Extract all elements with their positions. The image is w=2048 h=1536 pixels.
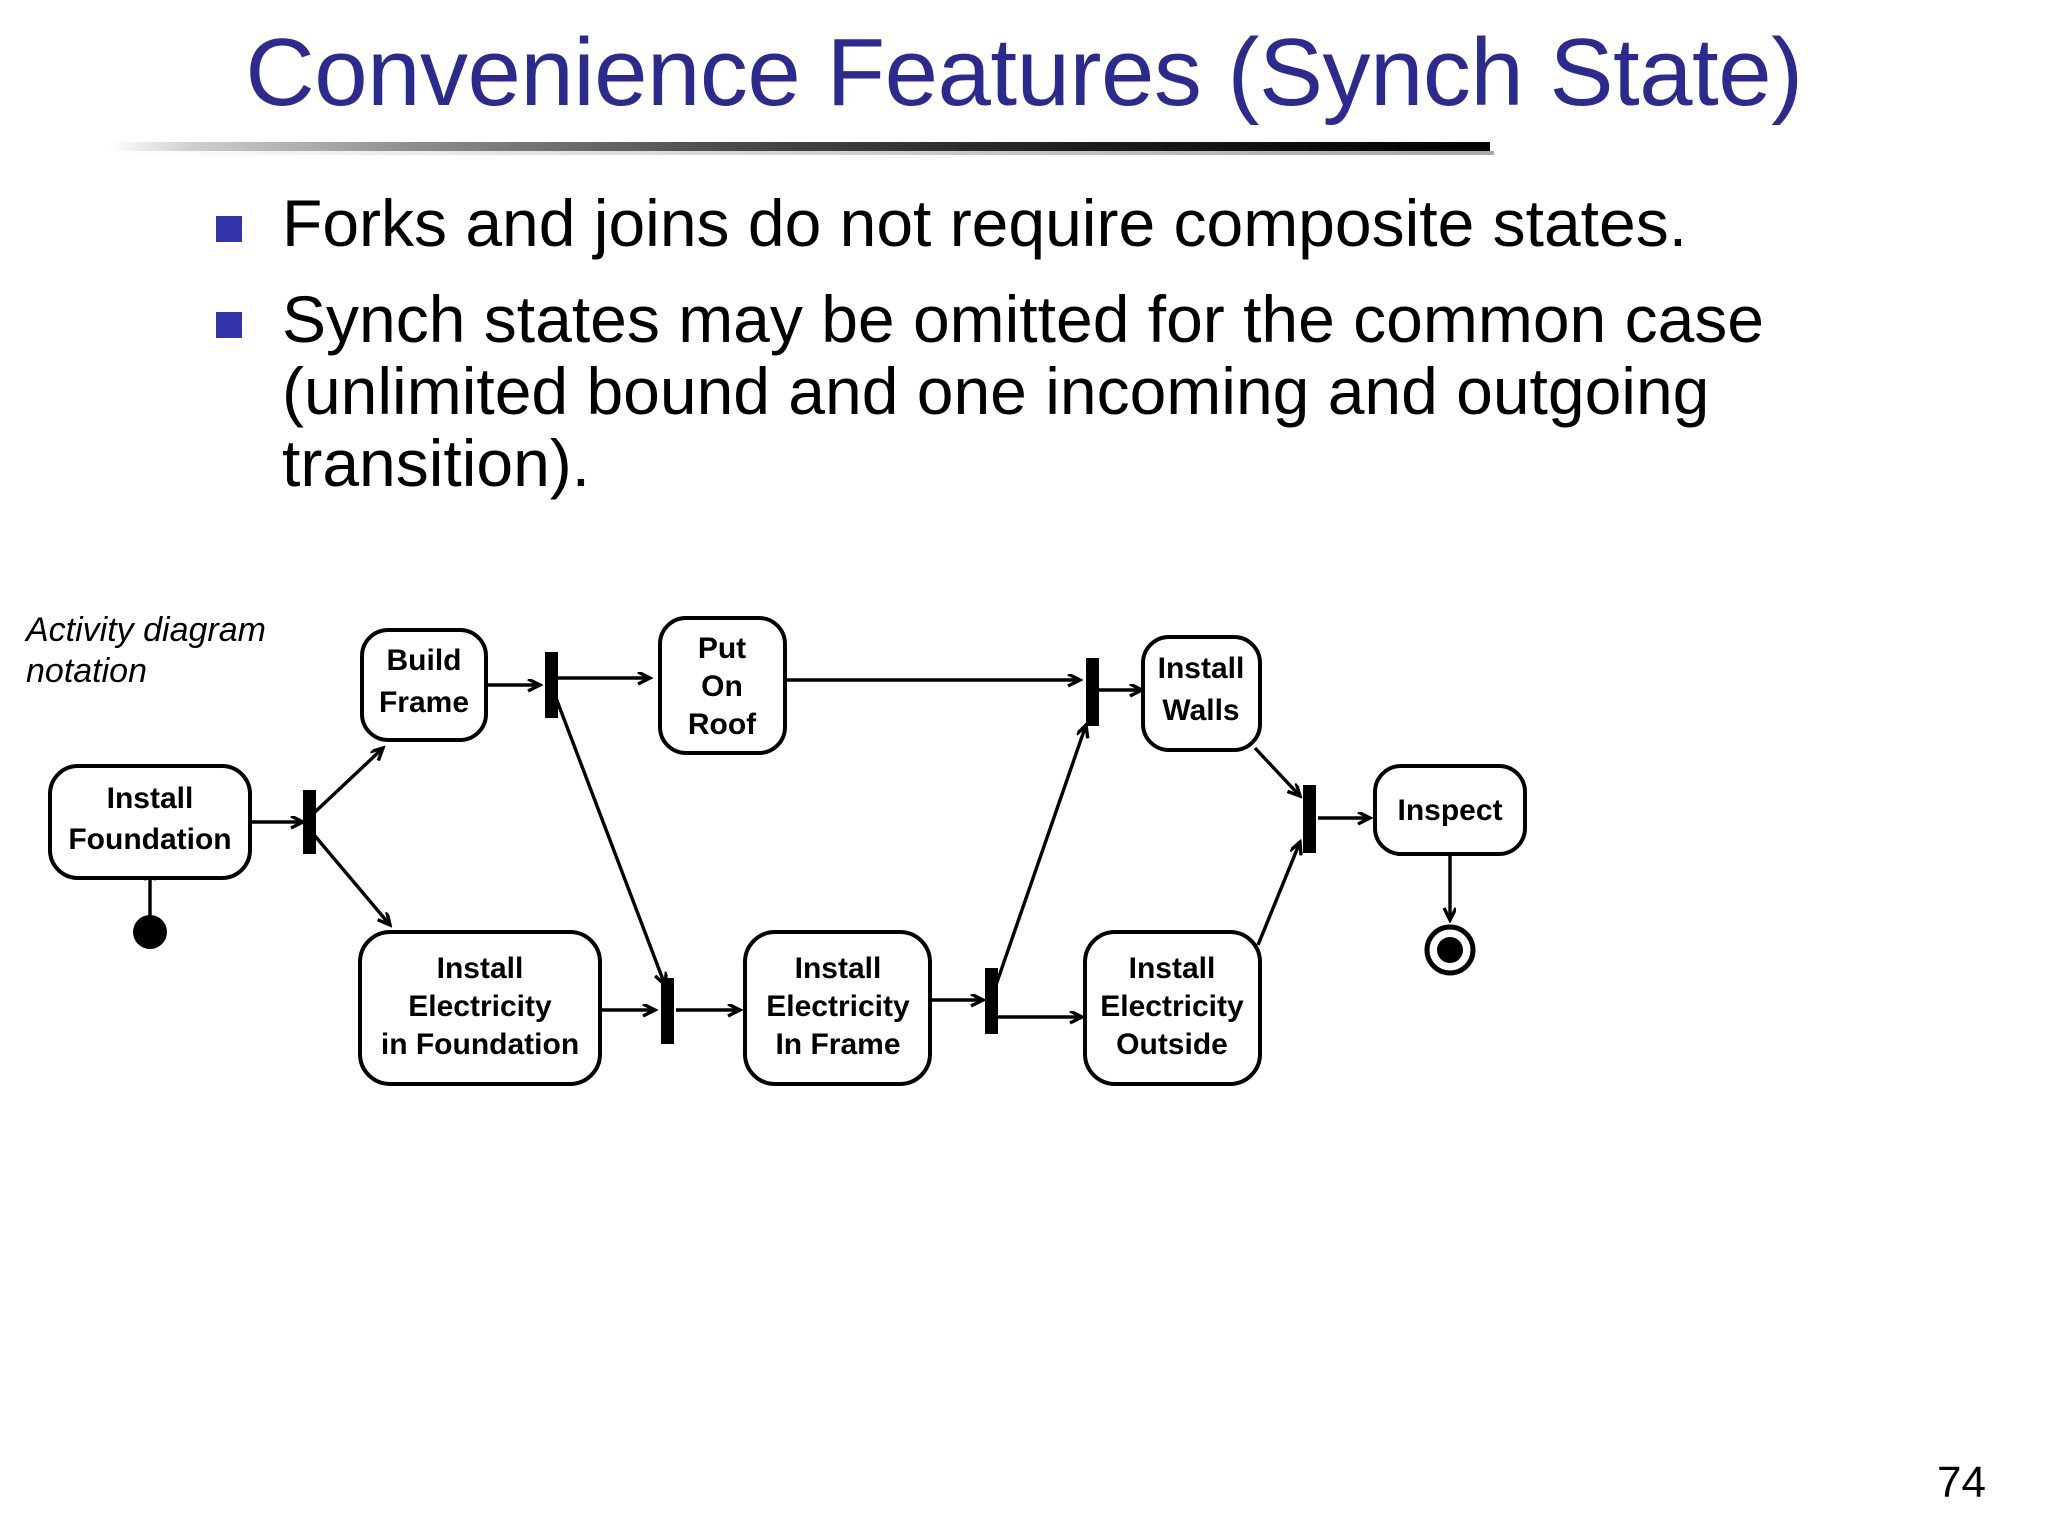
bullet-item: Forks and joins do not require composite… — [216, 186, 2016, 260]
bullet-text: Synch states may be omitted for the comm… — [282, 281, 1765, 500]
edge-install-walls-to-join3 — [1253, 746, 1300, 796]
activity-node-inspect[interactable]: Inspect — [1373, 764, 1527, 856]
activity-node-build-frame[interactable]: Build Frame — [360, 628, 488, 742]
synch-bar-join1 — [661, 978, 674, 1044]
page-number: 74 — [1937, 1458, 1986, 1507]
synch-bar-fork1 — [303, 790, 316, 854]
title-divider-shadow — [112, 151, 1494, 155]
edge-fork3-to-join2 — [994, 725, 1086, 986]
node-label-line: Electricity — [408, 990, 552, 1023]
node-label-line: Foundation — [68, 823, 231, 856]
activity-node-put-on-roof[interactable]: Put On Roof — [658, 616, 787, 755]
activity-node-install-foundation[interactable]: Install Foundation — [48, 764, 252, 880]
node-label-line: Inspect — [1397, 794, 1502, 827]
bullet-list: Forks and joins do not require composite… — [216, 186, 2016, 524]
node-label-line: Build — [387, 644, 462, 677]
synch-bar-join3 — [1303, 785, 1316, 853]
node-label-line: On — [701, 670, 743, 703]
bullet-item: Synch states may be omitted for the comm… — [216, 281, 2016, 500]
synch-bar-join2 — [1086, 658, 1099, 726]
page-title: Convenience Features (Synch State) — [245, 19, 1803, 126]
node-label-line: Outside — [1116, 1028, 1228, 1061]
node-label-line: Install — [1129, 952, 1216, 985]
synch-bar-fork3 — [985, 968, 998, 1034]
bullet-text: Forks and joins do not require composite… — [282, 186, 1688, 260]
node-label-line: Install — [1158, 652, 1245, 685]
node-label-line: Electricity — [766, 990, 910, 1023]
node-label-line: Install — [107, 782, 194, 815]
node-label-line: in Foundation — [381, 1028, 579, 1061]
title-divider — [108, 142, 1490, 151]
node-label-line: Install — [437, 952, 524, 985]
edge-fork1-to-install-elec-foundation — [313, 834, 390, 925]
edge-fork2-to-join1 — [554, 697, 665, 985]
edge-install-elec-outside-to-join3 — [1256, 842, 1300, 946]
synch-bar-fork2 — [545, 652, 558, 718]
edge-fork1-to-build-frame — [313, 748, 383, 814]
square-bullet-icon — [216, 311, 242, 338]
node-label-line: Electricity — [1100, 990, 1244, 1023]
activity-node-install-elec-foundation[interactable]: Install Electricity in Foundation — [358, 930, 602, 1086]
activity-diagram: Install Foundation Build Frame Put On Ro… — [0, 600, 2048, 1140]
diagram-caption: Activity diagram notation — [26, 611, 266, 690]
initial-state-icon — [133, 915, 167, 949]
node-label-line: Install — [795, 952, 882, 985]
node-label-line: In Frame — [775, 1028, 900, 1061]
node-label-line: Walls — [1162, 694, 1239, 727]
node-label-line: Roof — [688, 708, 757, 741]
node-label-line: Put — [698, 632, 746, 665]
activity-node-install-elec-frame[interactable]: Install Electricity In Frame — [743, 930, 932, 1086]
activity-node-install-walls[interactable]: Install Walls — [1141, 635, 1262, 752]
node-label-line: Frame — [379, 686, 469, 719]
activity-node-install-elec-outside[interactable]: Install Electricity Outside — [1083, 930, 1262, 1086]
square-bullet-icon — [216, 216, 242, 242]
final-state-icon — [1424, 924, 1476, 976]
